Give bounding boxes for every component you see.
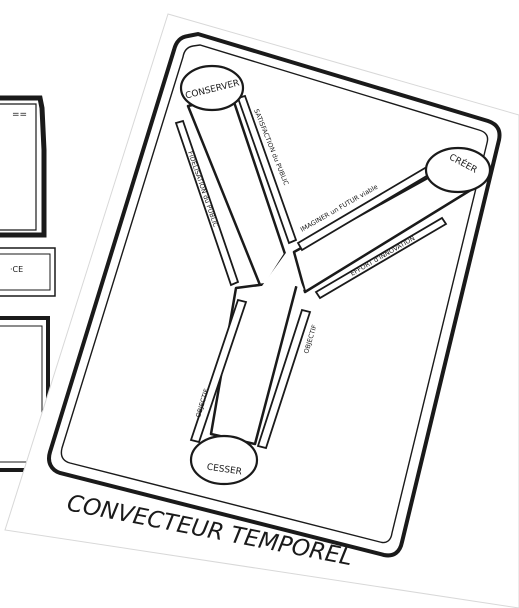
node-conserver: CONSERVER xyxy=(181,66,243,110)
node-creer: CRÉER xyxy=(426,148,490,192)
diagram-sheet: CONSERVER CRÉER CESSER SATISFACTION du P… xyxy=(5,14,519,608)
background-partial-text-1: == xyxy=(12,110,27,120)
node-cesser: CESSER xyxy=(191,436,257,484)
background-partial-text-2: ·CE xyxy=(10,265,23,274)
